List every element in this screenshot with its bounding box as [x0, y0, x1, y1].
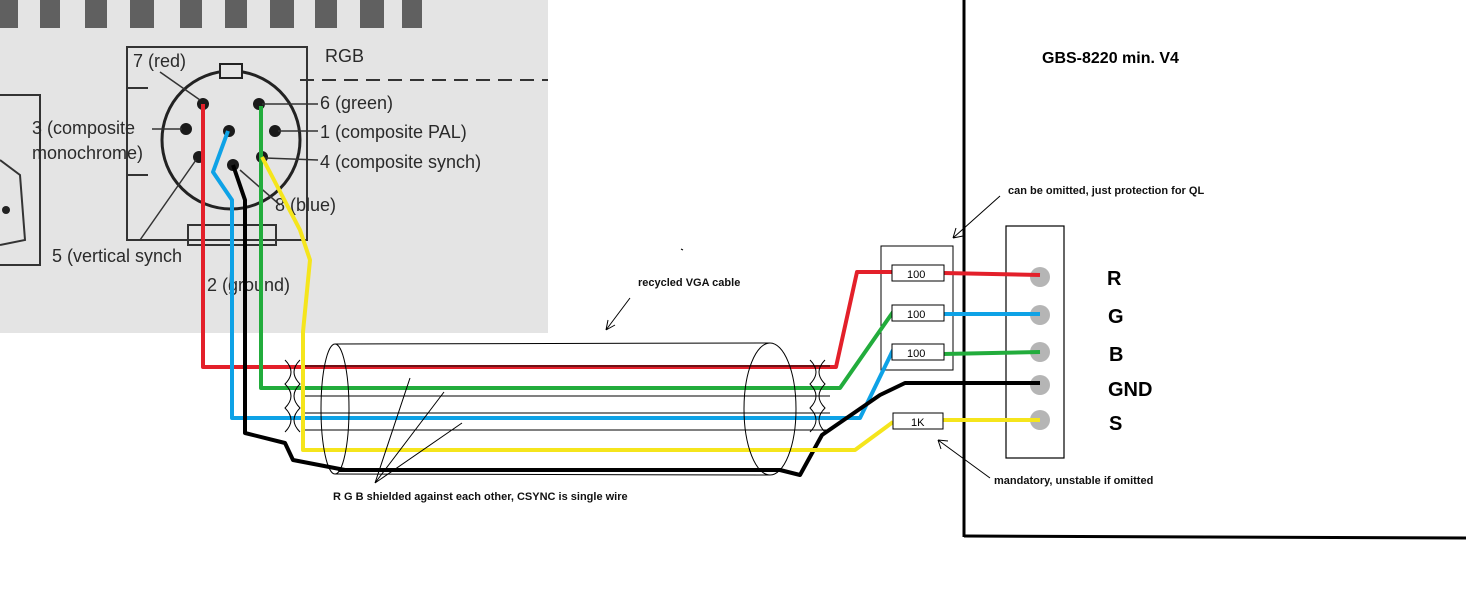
resistor-b [891, 343, 945, 361]
pin-r-label: R [1107, 268, 1122, 290]
resistor-g [891, 304, 945, 322]
resistor-s-value: 1K [911, 417, 925, 429]
resistor-s [892, 412, 944, 430]
green-wire-board [942, 350, 1041, 356]
pin-g-label: G [1108, 306, 1124, 328]
red-wire-board [942, 271, 1041, 277]
pin-4-label: 4 (composite synch) [320, 152, 481, 172]
board-bottom-edge [963, 534, 1466, 540]
green-wire [259, 106, 895, 390]
pin-r-dot [1030, 267, 1050, 287]
pin-5-label: 5 (vertical synch [52, 246, 182, 266]
vga-cable-note: recycled VGA cable [638, 277, 740, 289]
vga-cable [284, 342, 830, 476]
mandatory-note: mandatory, unstable if omitted [994, 475, 1153, 487]
pin-3-label-line2: monochrome) [32, 143, 143, 163]
scan-background [0, 0, 548, 333]
shielded-note: R G B shielded against each other, CSYNC… [333, 491, 628, 503]
annotation-arrows [374, 195, 1001, 484]
pin-1-dot [269, 125, 281, 137]
resistors: 100 100 100 1K [891, 264, 945, 430]
pin-7-label: 7 (red) [133, 51, 186, 71]
resistor-b-value: 100 [907, 348, 925, 360]
board-title: GBS-8220 min. V4 [1042, 50, 1179, 67]
pin-1-label: 1 (composite PAL) [320, 122, 467, 142]
pin-header [1005, 225, 1065, 459]
pin-b-label: B [1109, 344, 1123, 366]
yellow-wire [260, 156, 895, 452]
resistor-r-value: 100 [907, 269, 925, 281]
gbs-board: GBS-8220 min. V4 R G B GND S [962, 0, 1466, 540]
red-wire [201, 104, 893, 369]
pin-s-label: S [1109, 413, 1122, 435]
rgb-header: RGB [325, 46, 364, 66]
resistor-r [891, 264, 945, 282]
protection-resistor-box [880, 245, 954, 371]
connector-scan: RGB 7 (red) 6 (green) 3 (composite monoc… [0, 0, 548, 333]
pin-2-label: 2 (ground) [207, 275, 290, 295]
pin-3-label-line1: 3 (composite [32, 118, 135, 138]
pin-3-dot [180, 123, 192, 135]
protection-note: can be omitted, just protection for QL [1008, 185, 1204, 197]
resistor-g-value: 100 [907, 309, 925, 321]
pin-6-label: 6 (green) [320, 93, 393, 113]
pin-gnd-label: GND [1108, 379, 1152, 401]
